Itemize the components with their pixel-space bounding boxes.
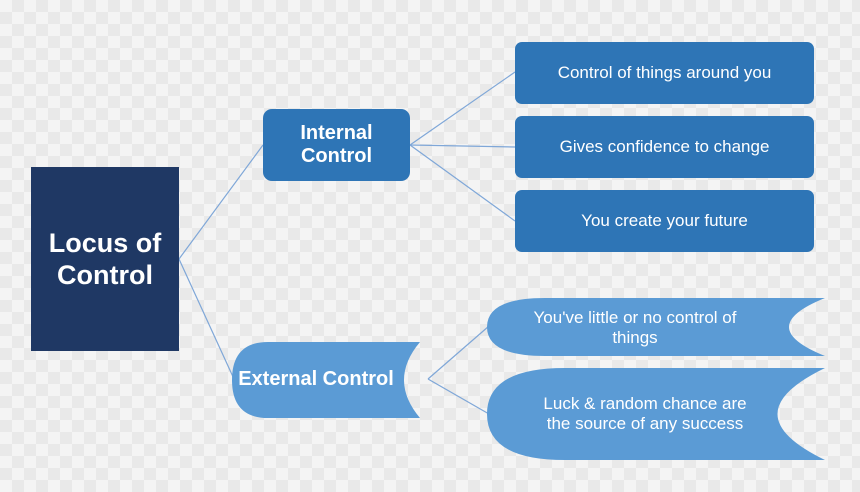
internal-child-label: You create your future (581, 211, 748, 230)
external-control-label: External Control (238, 367, 394, 390)
external-child-node-shape (487, 368, 825, 460)
external-control-node (232, 342, 420, 418)
internal-child-node: You create your future (515, 190, 814, 252)
connector-internal-child-3 (409, 144, 516, 222)
connector-external-child-2 (427, 378, 490, 415)
internal-child-label: Gives confidence to change (559, 137, 770, 156)
internal-child-label: Control of things around you (557, 63, 772, 82)
root-node-locus-of-control: Locus of Control (31, 167, 179, 351)
external-child-node: Luck & random chance are the source of a… (540, 368, 750, 460)
connector-external-child-1 (427, 325, 490, 380)
internal-control-node: Internal Control (263, 109, 410, 181)
connector-internal-child-1 (409, 71, 516, 146)
internal-control-label: Internal Control (300, 122, 373, 167)
connector-root-external (178, 258, 235, 380)
external-child-label: Luck & random chance are the source of a… (543, 394, 747, 433)
connector-root-internal (178, 144, 264, 260)
internal-child-node: Gives confidence to change (515, 116, 814, 178)
external-control-text: External Control (232, 342, 420, 416)
internal-child-node: Control of things around you (515, 42, 814, 104)
connector-internal-child-2 (409, 144, 516, 148)
external-child-node-shape (487, 298, 825, 356)
external-child-node: You've little or no control of things (520, 298, 750, 358)
root-node-label: Locus of Control (48, 228, 162, 290)
external-child-label: You've little or no control of things (533, 308, 737, 347)
